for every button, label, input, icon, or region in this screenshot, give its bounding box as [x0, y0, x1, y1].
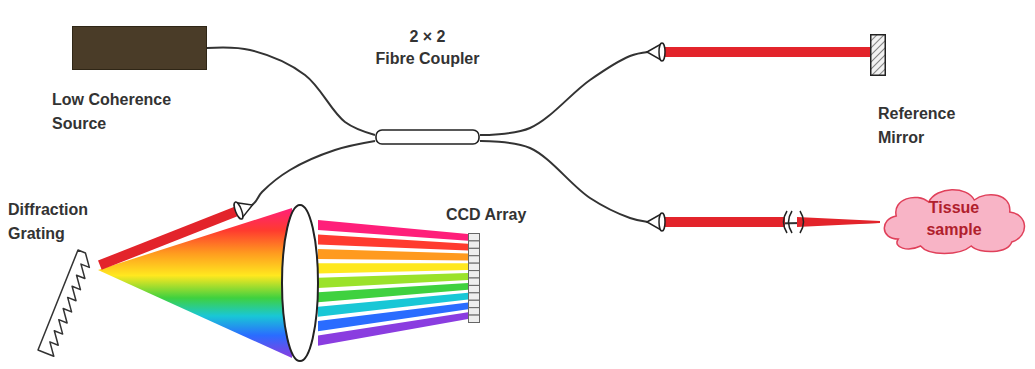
light-source-shape — [72, 26, 207, 70]
diffraction-grating: Diffraction Grating — [0, 198, 115, 358]
ccd-pixel — [469, 308, 480, 315]
diffraction-grating-shape — [0, 246, 115, 358]
spectrometer-beam — [98, 206, 239, 270]
mirror-symbol — [871, 35, 886, 76]
lens-mark — [800, 211, 804, 233]
node-label: Diffraction Grating — [8, 198, 108, 246]
ccd-pixel — [469, 285, 480, 292]
node-label: Fibre Coupler — [360, 48, 495, 70]
lens-mark — [789, 211, 793, 233]
fibre-coupler-shape — [375, 129, 480, 145]
lens-mark — [784, 211, 788, 233]
collimator-lens — [659, 213, 665, 231]
tissue-cloud — [884, 190, 1024, 254]
node-label: Low Coherence Source — [52, 88, 192, 136]
text-group: Tissue sample — [878, 184, 1030, 254]
ccd-pixel — [469, 248, 480, 255]
ccd-array-shape — [468, 233, 480, 323]
optical-fibre — [480, 141, 878, 224]
ccd-pixel — [469, 300, 480, 307]
text-group: Reference Mirror — [858, 30, 963, 150]
optical-fibre — [207, 48, 375, 135]
text-group: Low Coherence Source — [50, 26, 192, 136]
ccd-pixel — [469, 263, 480, 270]
node-label: Tissue sample — [914, 197, 994, 241]
ccd-pixel — [469, 278, 480, 285]
tissue-sample-shape — [878, 184, 1030, 254]
fibre-coupler: 2 × 2Fibre Coupler — [360, 26, 495, 148]
node-label: 2 × 2 — [360, 26, 495, 48]
collimator-lens — [659, 43, 665, 61]
reference-mirror-shape — [870, 34, 886, 76]
ccd-pixel — [469, 234, 480, 241]
node-label: CCD Array — [446, 203, 540, 227]
ccd-pixel — [469, 241, 480, 248]
optical-fibre — [480, 50, 870, 135]
sample-beam — [663, 217, 785, 227]
collimator-lens — [232, 201, 244, 220]
spectral-ray — [318, 263, 468, 273]
node-label: Reference Mirror — [878, 102, 963, 150]
spectral-ray — [318, 234, 468, 250]
text-group: Diffraction Grating — [0, 198, 108, 246]
ccd-pixel — [469, 271, 480, 278]
reference-mirror: Reference Mirror — [858, 30, 963, 152]
tissue-sample: Tissue sample — [878, 184, 1030, 254]
spectrometer-collimator — [97, 197, 256, 274]
light-source: Low Coherence Source — [50, 26, 220, 136]
grating-symbol — [38, 250, 89, 356]
focused-beam — [797, 217, 880, 227]
text-group: 2 × 2Fibre Coupler — [360, 26, 495, 70]
reference-beam — [663, 47, 870, 57]
sample-collimator — [647, 213, 785, 231]
text-group: CCD Array — [440, 203, 540, 227]
focusing-lens — [282, 205, 318, 361]
ccd-array: CCD Array — [440, 203, 540, 328]
ccd-pixel — [469, 293, 480, 300]
spectral-ray — [318, 312, 468, 346]
source-box — [73, 27, 207, 70]
coupler-body — [376, 130, 479, 144]
ccd-pixel — [469, 256, 480, 263]
reference-collimator — [647, 43, 870, 61]
ccd-pixel — [469, 315, 480, 322]
spectral-ray — [318, 249, 468, 261]
focused-spectrum — [318, 220, 468, 346]
